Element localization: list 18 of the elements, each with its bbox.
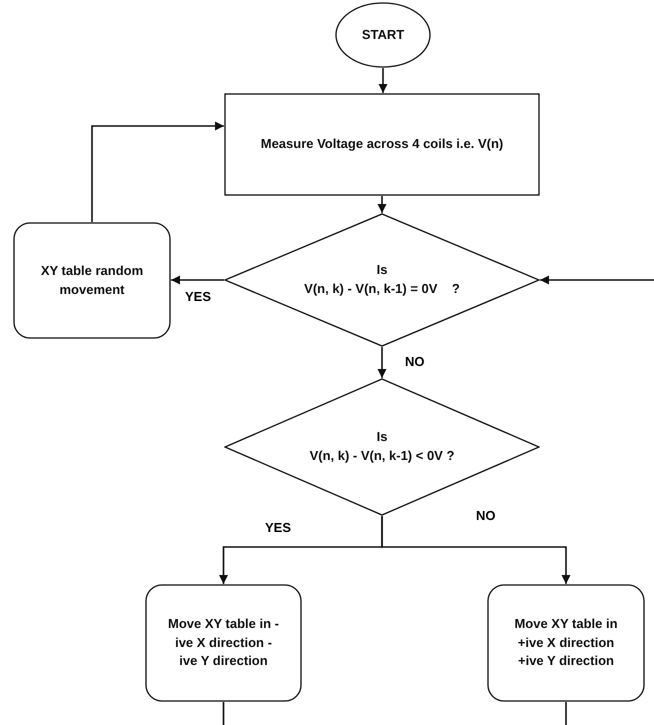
arrow — [171, 276, 224, 284]
node-label: XY table random movement — [40, 262, 144, 298]
decision-heading: Is — [376, 428, 388, 446]
connector-line — [222, 702, 224, 725]
arrow — [381, 516, 570, 584]
node-label: START — [360, 26, 406, 44]
arrow — [378, 68, 388, 93]
decision-condition: V(n, k) - V(n, k-1) < 0V ? — [310, 447, 454, 465]
node-label: Move XY table in +ive X direction +ive Y direction — [513, 614, 619, 670]
arrow — [378, 347, 386, 378]
arrow — [540, 276, 654, 284]
decision-condition: V(n, k) - V(n, k-1) = 0V ? — [304, 280, 460, 298]
arrow — [91, 122, 224, 222]
arrow — [378, 196, 386, 213]
node-label: Move XY table in -ive X direction -ive Y direction — [166, 614, 280, 670]
connector-line — [565, 702, 567, 725]
node-label: Measure Voltage across 4 coils i.e. V(n) — [260, 135, 504, 154]
decision-heading: Is — [376, 261, 388, 280]
